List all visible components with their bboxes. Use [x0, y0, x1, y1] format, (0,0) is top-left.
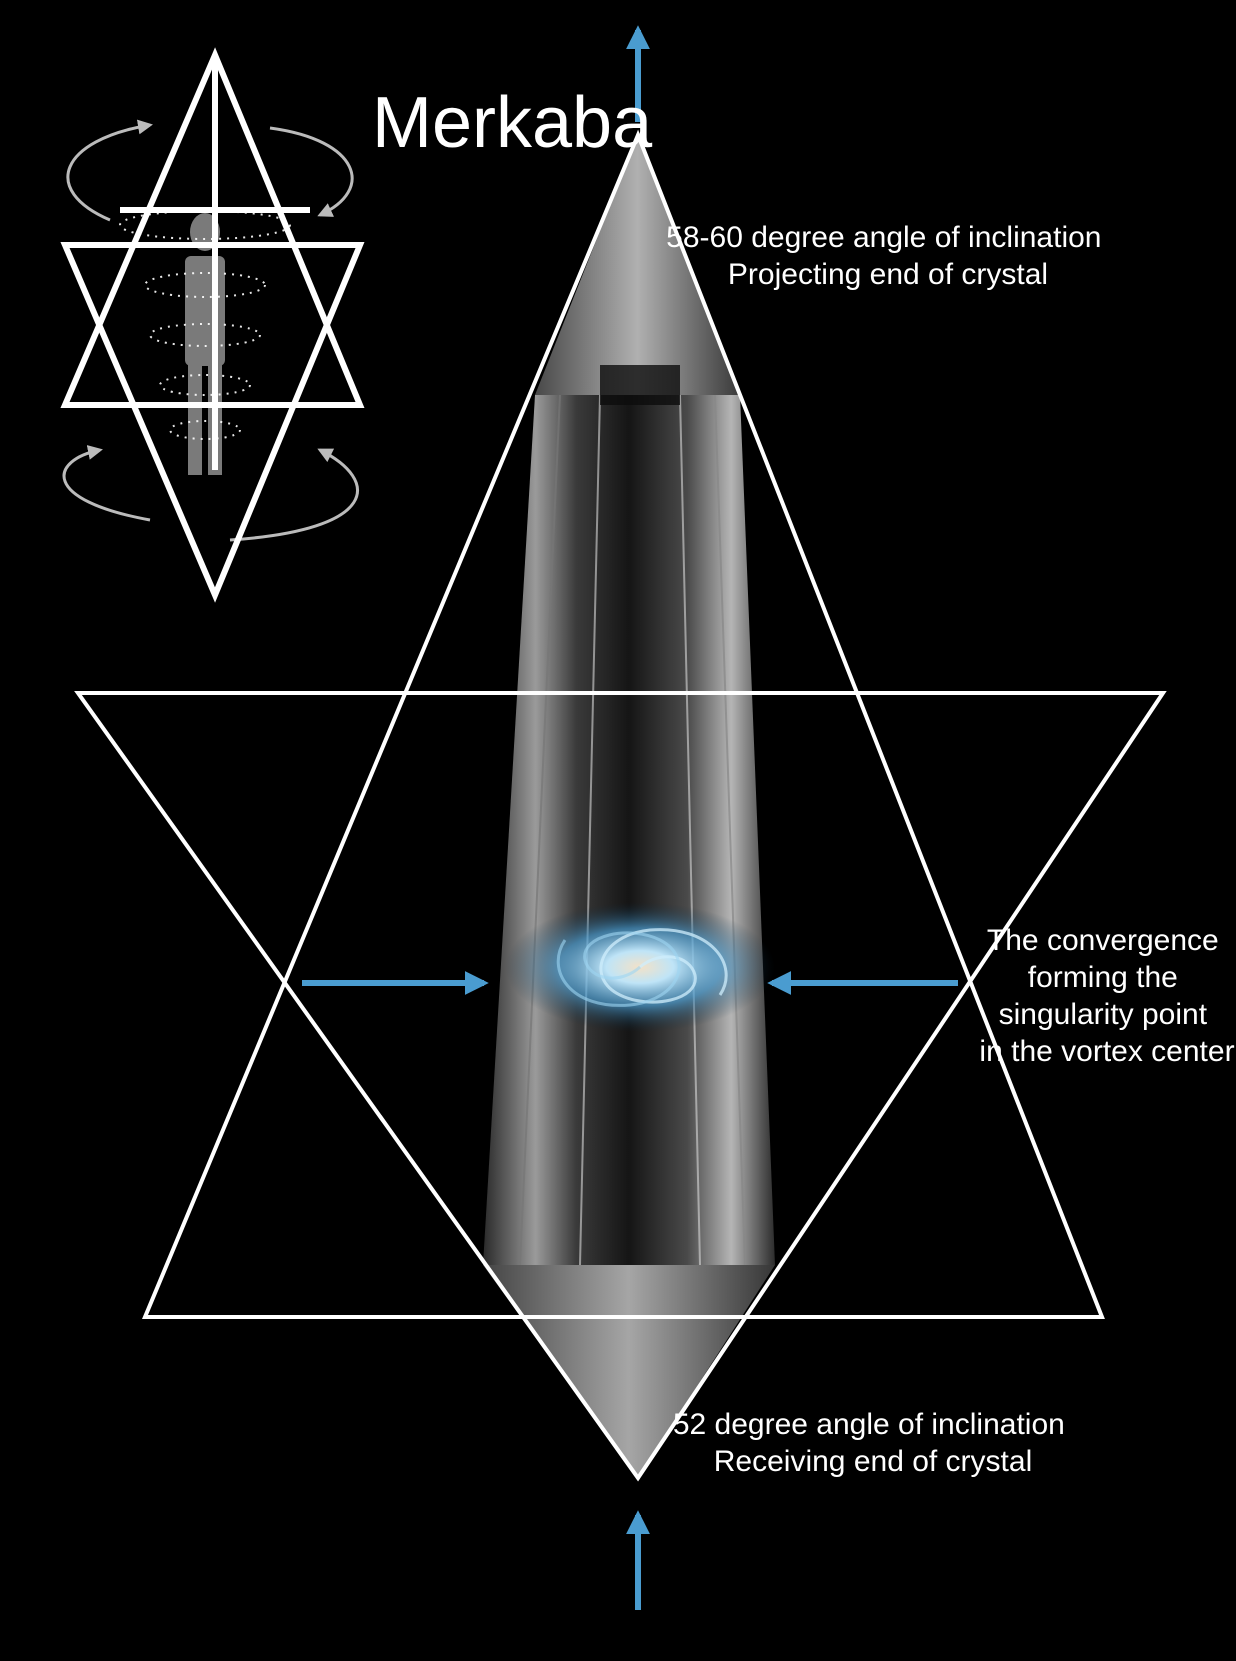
top-annotation-line-2: Projecting end of crystal [728, 258, 1048, 291]
diagram-title: Merkaba [372, 83, 653, 163]
crystal-wand-image [483, 135, 775, 1478]
bottom-annotation-line-1: 52 degree angle of inclination [673, 1408, 1065, 1441]
bottom-annotation: 52 degree angle of inclination Receiving… [673, 1408, 1073, 1478]
right-annotation: The convergence forming the singularity … [979, 924, 1234, 1068]
right-annotation-line-2: forming the [1028, 961, 1178, 994]
right-annotation-line-3: singularity point [999, 998, 1208, 1031]
merkaba-star-tetrahedron-icon [64, 55, 360, 595]
top-annotation: 58-60 degree angle of inclination Projec… [666, 221, 1110, 291]
rotation-arrow-icon [270, 128, 352, 215]
human-figure-icon [185, 213, 225, 475]
right-annotation-line-1: The convergence [987, 924, 1219, 957]
galaxy-vortex-image [505, 902, 775, 1032]
rotation-arrow-icon [64, 450, 150, 520]
right-annotation-line-4: in the vortex center [979, 1035, 1234, 1068]
rotation-arrow-icon [68, 125, 150, 220]
top-annotation-line-1: 58-60 degree angle of inclination [666, 221, 1101, 254]
bottom-annotation-line-2: Receiving end of crystal [714, 1445, 1033, 1478]
rotation-arrow-icon [230, 450, 357, 540]
